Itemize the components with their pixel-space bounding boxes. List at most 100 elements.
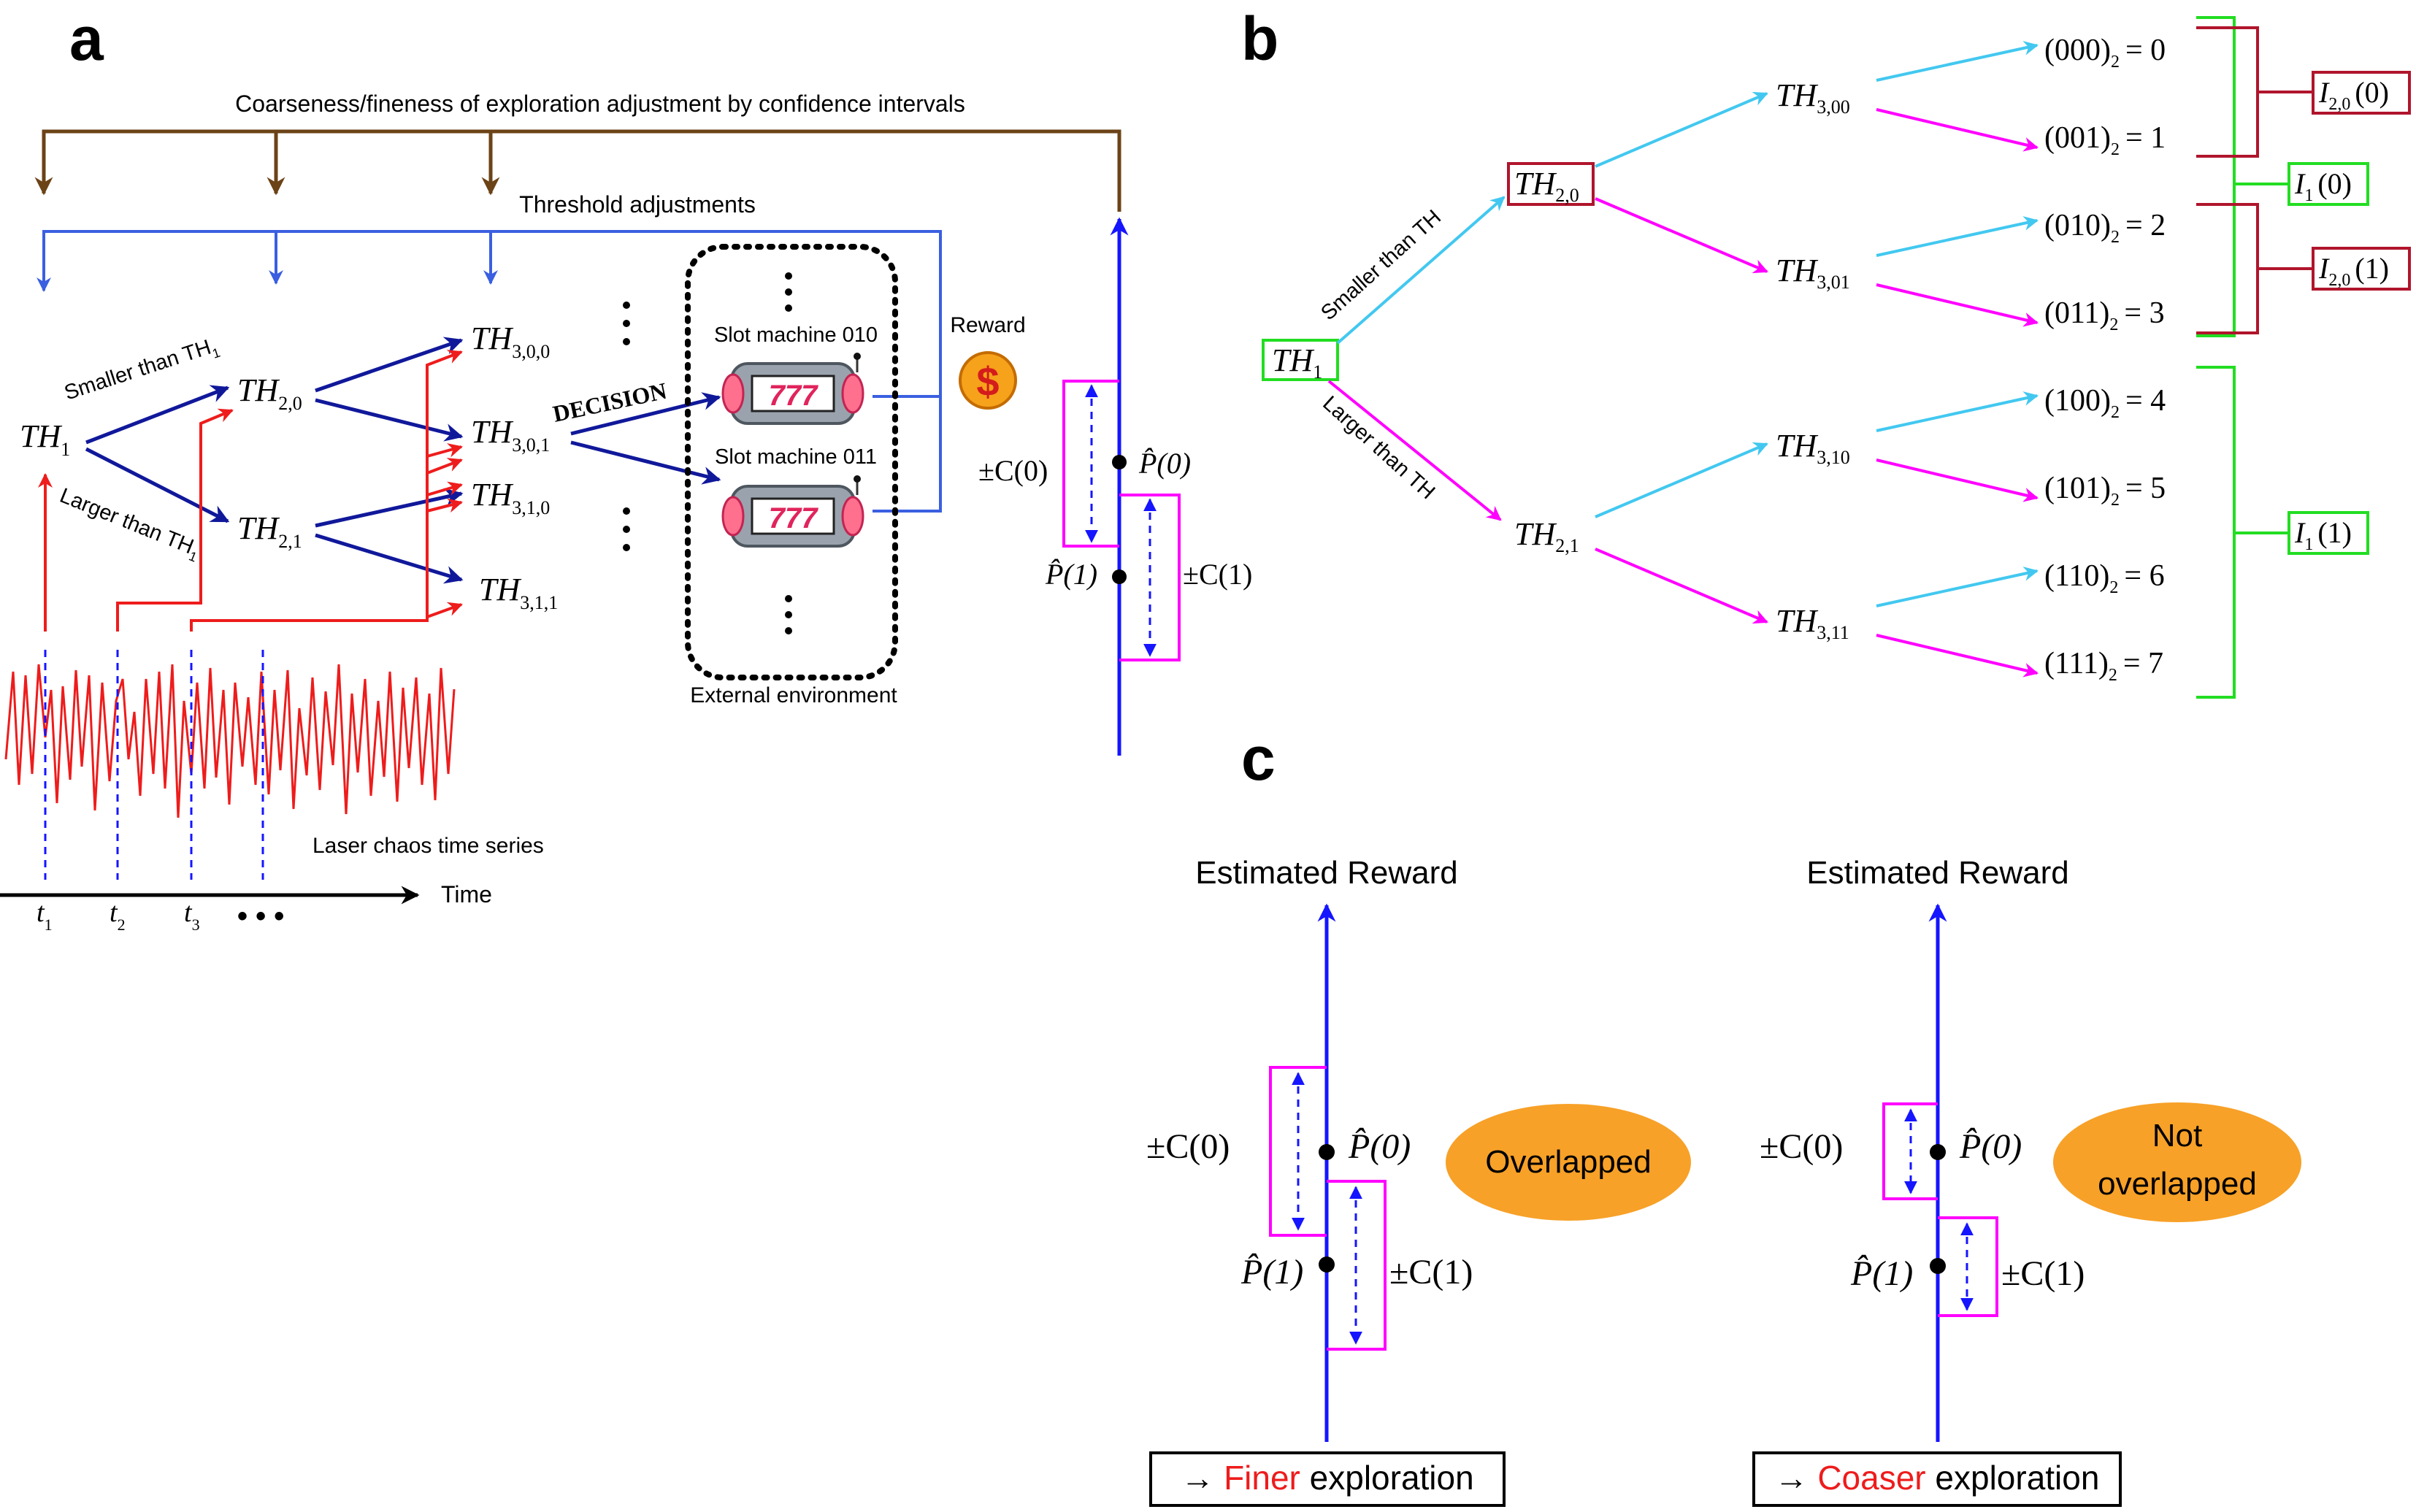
leaf-2: (010)2= 2 [2044,209,2166,247]
estimated-reward-title-right: Estimated Reward [1806,855,2068,891]
larger-than-th-label-b: Larger than TH [1318,391,1439,504]
th20-node-box [1507,162,1595,206]
leaf-4: (100)2= 4 [2044,384,2166,422]
th300-node: TH3,0,0 [471,321,550,362]
i20-1-label: I2,0(1) [2318,252,2389,290]
green-brackets [2196,16,2289,699]
panel-b-label: b [1241,4,1278,73]
panel-b: b TH1 TH2,0 TH2,1 TH3,00 TH3,01 TH3,10 T… [1241,4,2411,699]
slot-machine-011-label: Slot machine 011 [715,445,877,469]
threshold-tree-a: TH1 TH2,0 TH2,1 TH3,0,0 TH3,0,1 TH3,1,0 … [20,321,558,613]
t1-label: t1 [37,897,53,934]
level3-nodes-b: TH3,00 TH3,01 TH3,10 TH3,11 [1776,77,1850,643]
vertical-dots [623,272,792,634]
leaf-1: (001)2= 1 [2044,121,2166,159]
not-overlapped-line1: Not [2152,1118,2202,1154]
th310-node-b: TH3,10 [1776,428,1850,468]
th20-node-b: TH2,0 [1514,166,1579,206]
tree-b-cyan-edges [1336,41,2039,607]
overlapped-badge-text: Overlapped [1485,1144,1651,1180]
smaller-than-th1-label: Smaller than TH1 [61,334,222,409]
panel-a-label: a [69,4,104,73]
svg-text:$: $ [976,358,999,404]
th1-node: TH1 [20,418,70,460]
leaf-3: (011)2= 3 [2044,296,2165,334]
external-environment-label: External environment [690,683,897,707]
threshold-feedback-bracket [37,230,942,513]
confidence-intervals-a [1062,380,1181,661]
th301-node-b: TH3,01 [1776,253,1850,293]
i1-0-box [2287,162,2369,206]
p0-label-right: P̂(0) [1959,1127,2022,1166]
th300-node-b: TH3,00 [1776,77,1850,118]
th311-node-b: TH3,11 [1776,603,1849,643]
reward-label: Reward [950,313,1025,337]
leaf-7: (111)2= 7 [2044,647,2163,685]
panel-c: c Estimated Reward ±C(0) P̂(0) P̂(1) ±C(… [1146,724,2301,1507]
th21-node-b: TH2,1 [1514,516,1579,556]
decision-label: DECISION [551,377,669,427]
tree-a-edges [85,337,721,584]
leaf-list: (000)2= 0 (001)2= 1 (010)2= 2 (011)2= 3 … [2044,34,2166,685]
t2-label: t2 [110,897,126,934]
slot-machine-011-icon: 777 [721,475,864,548]
leaf-0: (000)2= 0 [2044,34,2166,72]
external-environment-box [685,244,898,680]
pc0-label-right: ±C(0) [1760,1127,1843,1166]
p0-label-left: P̂(0) [1348,1127,1411,1166]
leaf-5: (101)2= 5 [2044,472,2166,510]
not-overlapped-line2: overlapped [2098,1166,2257,1202]
th21-node: TH2,1 [237,510,302,552]
pc0-label-a: ±C(0) [978,454,1048,487]
p1-label-left: P̂(1) [1240,1252,1303,1292]
laser-feedback-arrows [38,350,463,632]
p1-label-right: P̂(1) [1850,1254,1913,1293]
i1-1-box [2287,511,2369,555]
i20-0-label: I2,0(0) [2318,76,2389,114]
red-brackets [2196,26,2313,334]
coarseness-feedback-bracket [34,129,1121,212]
finer-exploration-text: → Finer exploration [1181,1459,1473,1497]
svg-text:777: 777 [769,502,818,534]
time-ticks: t1 t2 t3 [37,897,200,934]
svg-text:777: 777 [769,380,818,412]
coarseness-label: Coarseness/fineness of exploration adjus… [235,91,965,117]
p0-label-a: P̂(0) [1138,447,1191,480]
p1-label-a: P̂(1) [1045,558,1097,591]
coaser-exploration-box [1752,1451,2122,1507]
slot-machine-010-label: Slot machine 010 [714,323,878,347]
th311-node: TH3,1,1 [479,572,558,613]
estimated-reward-title-left: Estimated Reward [1195,855,1457,891]
th301-node: TH3,0,1 [471,414,550,456]
finer-exploration-box [1149,1451,1506,1507]
overlapped-badge [1446,1104,1691,1221]
time-ellipsis: • • • [237,900,284,932]
confidence-labels-a: ±C(0) P̂(0) P̂(1) ±C(1) [978,447,1252,591]
root-node-box [1262,339,1339,381]
i1-1-label: I1(1) [2294,516,2352,554]
laser-chaos-series [4,664,456,818]
i20-0-box [2312,71,2411,115]
leaf-6: (110)2= 6 [2044,559,2165,597]
panel-a: a Coarseness/fineness of exploration adj… [0,4,1252,934]
th310-node: TH3,1,0 [471,477,550,518]
reward-coin-icon: $ [959,351,1017,410]
th20-node: TH2,0 [237,372,302,414]
pc1-label-right: ±C(1) [2001,1254,2085,1293]
tree-b-magenta-edges [1327,108,2039,678]
root-node: TH1 [1272,342,1322,383]
pc1-label-a: ±C(1) [1183,558,1252,591]
i20-1-box [2312,247,2411,291]
t3-label: t3 [184,897,200,934]
pc0-label-left: ±C(0) [1146,1127,1230,1166]
pc1-label-left: ±C(1) [1389,1253,1473,1292]
slot-machine-010-icon: 777 [721,353,864,425]
time-label: Time [441,881,492,907]
panel-c-right: Estimated Reward ±C(0) P̂(0) P̂(1) ±C(1)… [1752,855,2301,1507]
threshold-label: Threshold adjustments [519,191,756,218]
panel-c-label: c [1241,724,1276,793]
panel-c-left: Estimated Reward ±C(0) P̂(0) P̂(1) ±C(1)… [1146,855,1691,1507]
i1-0-label: I1(0) [2294,167,2352,205]
coaser-exploration-text: → Coaser exploration [1775,1459,2100,1497]
